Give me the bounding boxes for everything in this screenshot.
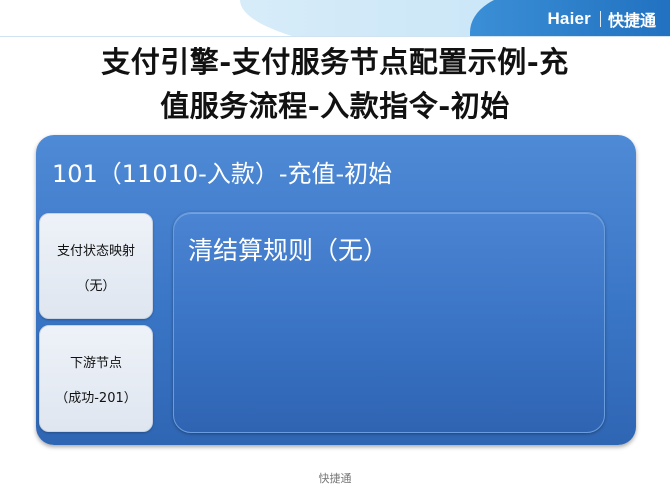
top-banner: Haier 快捷通 xyxy=(0,0,670,37)
downstream-node-label: 下游节点 xyxy=(69,356,122,371)
downstream-node-value: （成功-201） xyxy=(55,391,137,406)
payment-status-mapping-box: 支付状态映射 （无） xyxy=(39,213,153,319)
payment-status-mapping-value: （无） xyxy=(76,279,116,294)
banner-divider-line xyxy=(0,36,670,37)
downstream-node-box: 下游节点 （成功-201） xyxy=(39,325,153,432)
brand-logo-group: Haier 快捷通 xyxy=(547,7,656,31)
brand-divider xyxy=(599,11,601,27)
slide-title-line-2: 值服务流程-入款指令-初始 xyxy=(160,89,510,123)
brand-name: 快捷通 xyxy=(607,11,656,30)
slide-title-line-1: 支付引擎-支付服务节点配置示例-充 xyxy=(101,45,569,79)
node-heading: 101（11010-入款）-充值-初始 xyxy=(52,160,393,188)
footer-label: 快捷通 xyxy=(318,472,352,485)
slide-title: 支付引擎-支付服务节点配置示例-充 值服务流程-入款指令-初始 xyxy=(20,40,650,128)
payment-status-mapping-label: 支付状态映射 xyxy=(56,244,135,259)
haier-logo: Haier xyxy=(547,9,591,28)
clearing-settlement-rule-title: 清结算规则（无） xyxy=(188,236,389,265)
clearing-settlement-rule-box xyxy=(173,212,605,433)
banner-brand-band xyxy=(470,0,670,37)
